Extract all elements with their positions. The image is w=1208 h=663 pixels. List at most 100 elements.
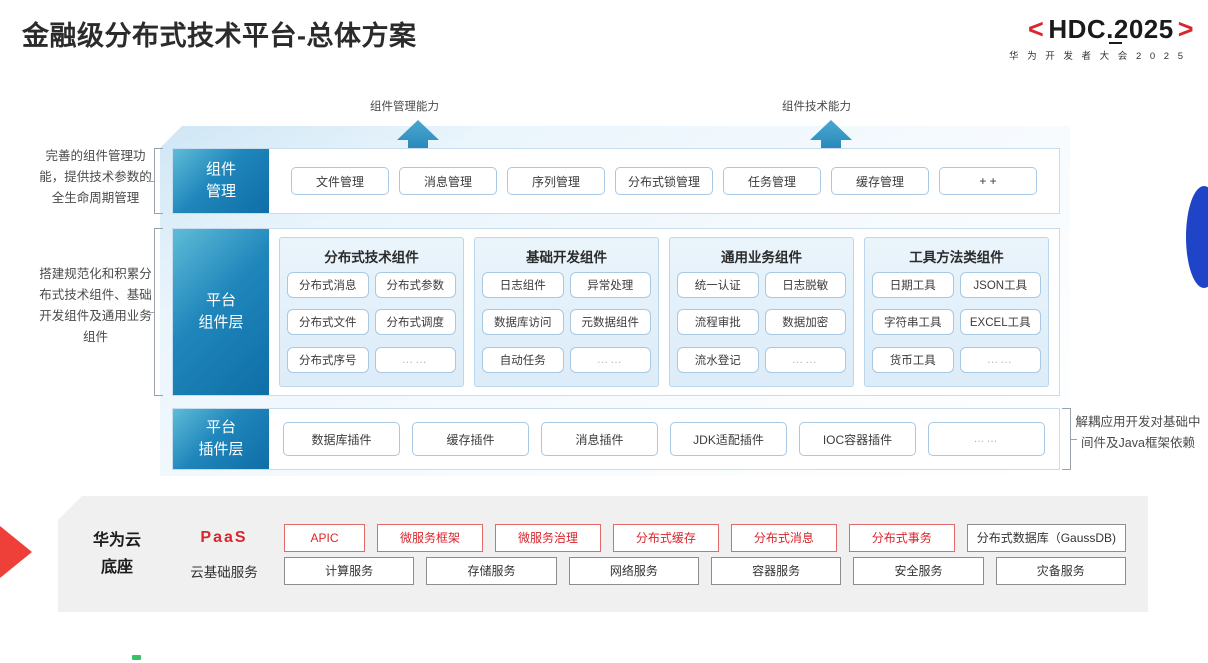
cloud-row-paas: PaaS APIC 微服务框架微服务治理分布式缓存分布式消息分布式事务分布式数据库… xyxy=(176,523,1126,552)
component-group-grid: 分布式消息分布式参数分布式文件分布式调度分布式序号…… xyxy=(287,272,456,379)
component-chip[interactable]: …… xyxy=(764,346,846,373)
paas-service-cell[interactable]: 分布式缓存 xyxy=(612,523,719,552)
blue-blob-decoration xyxy=(1186,186,1208,288)
bracket-management xyxy=(148,148,163,214)
management-chip[interactable]: 分布式锁管理 xyxy=(615,167,713,195)
hdc-logo-subtitle: 华 为 开 发 者 大 会 2 0 2 5 xyxy=(1008,51,1186,62)
hdc-logo-main: < HDC.2025 > xyxy=(924,14,1194,45)
paas-service-cell[interactable]: 分布式事务 xyxy=(848,523,955,552)
component-chip[interactable]: 货币工具 xyxy=(872,346,954,373)
infra-service-cell[interactable]: 灾备服务 xyxy=(995,556,1126,585)
component-chip[interactable]: 数据加密 xyxy=(764,309,846,336)
component-chip[interactable]: 分布式参数 xyxy=(374,272,456,298)
paas-service-cell[interactable]: 分布式数据库（GaussDB) xyxy=(966,523,1126,552)
up-arrow-technology-icon xyxy=(810,120,852,164)
cloud-base-rows: PaaS APIC 微服务框架微服务治理分布式缓存分布式消息分布式事务分布式数据库… xyxy=(176,519,1148,590)
infra-service-cell[interactable]: 容器服务 xyxy=(710,556,842,585)
infra-service-cell[interactable]: 安全服务 xyxy=(853,556,984,585)
layer-body-platform-plugin: 数据库插件缓存插件消息插件 JDK适配插件 IOC容器插件 …… xyxy=(269,409,1059,469)
component-group-title: 通用业务组件 xyxy=(721,250,802,265)
component-chip[interactable]: 数据库访问 xyxy=(482,309,564,336)
layer-label-line1: 平台 xyxy=(205,292,236,309)
component-group-title: 工具方法类组件 xyxy=(909,250,1004,265)
component-chip[interactable]: 日志脱敏 xyxy=(764,272,846,298)
cloud-base-title: 华为云 底座 xyxy=(58,527,176,581)
arrow-label-management: 组件管理能力 xyxy=(370,101,439,113)
component-group-title: 基础开发组件 xyxy=(526,250,607,265)
side-note-management: 完善的组件管理功能，提供技术参数的全生命周期管理 xyxy=(39,149,152,205)
plugin-chip[interactable]: IOC容器插件 xyxy=(799,422,916,456)
component-chip[interactable]: 流水登记 xyxy=(677,346,759,373)
component-chip[interactable]: 元数据组件 xyxy=(569,309,651,336)
infra-service-cell[interactable]: 存储服务 xyxy=(426,556,557,585)
management-chip[interactable]: + + xyxy=(939,167,1037,195)
layer-label-line2: 组件层 xyxy=(198,314,244,331)
component-chip[interactable]: …… xyxy=(959,346,1041,373)
plugin-chip[interactable]: 数据库插件 xyxy=(283,422,400,456)
paas-cells: APIC 微服务框架微服务治理分布式缓存分布式消息分布式事务分布式数据库（Gaus… xyxy=(284,523,1126,552)
angle-bracket-right-icon: > xyxy=(1177,14,1194,44)
infra-label: 云基础服务 xyxy=(190,564,258,580)
component-chip[interactable]: EXCEL工具 xyxy=(959,309,1041,336)
component-group: 基础开发组件日志组件异常处理数据库访问元数据组件自动任务…… xyxy=(474,237,659,387)
paas-label: PaaS xyxy=(200,528,248,546)
layer-label-platform-component: 平台 组件层 xyxy=(173,229,269,395)
layer-label-line2: 插件层 xyxy=(198,441,244,458)
bracket-plugin xyxy=(1062,408,1077,470)
component-group: 通用业务组件统一认证日志脱敏流程审批数据加密流水登记…… xyxy=(669,237,854,387)
cloud-base-panel: 华为云 底座 PaaS APIC 微服务框架微服务治理分布式缓存分布式消息分布式事… xyxy=(58,496,1148,612)
management-chip[interactable]: 序列管理 xyxy=(507,167,605,195)
component-chip[interactable]: 自动任务 xyxy=(482,346,564,373)
component-chip[interactable]: JSON工具 xyxy=(959,272,1041,298)
infra-service-cell[interactable]: 计算服务 xyxy=(284,556,415,585)
plugin-chip[interactable]: JDK适配插件 xyxy=(670,422,787,456)
infra-service-cell[interactable]: 网络服务 xyxy=(568,556,699,585)
red-wedge-decoration xyxy=(0,500,32,604)
component-chip[interactable]: 分布式序号 xyxy=(287,346,369,373)
management-chip[interactable]: 文件管理 xyxy=(291,167,389,195)
component-chip[interactable]: 流程审批 xyxy=(677,309,759,336)
management-chip[interactable]: 消息管理 xyxy=(399,167,497,195)
angle-bracket-left-icon: < xyxy=(1028,14,1045,44)
layer-label-line1: 组件 xyxy=(205,161,236,178)
paas-service-cell[interactable]: 微服务治理 xyxy=(495,523,601,552)
layer-label-line2: 管理 xyxy=(205,183,236,200)
component-chip[interactable]: 日志组件 xyxy=(482,272,564,298)
layer-label-line1: 平台 xyxy=(205,419,236,436)
component-chip[interactable]: 统一认证 xyxy=(677,272,759,298)
component-chip[interactable]: 分布式文件 xyxy=(287,309,369,336)
management-chip[interactable]: 缓存管理 xyxy=(831,167,929,195)
component-group-grid: 统一认证日志脱敏流程审批数据加密流水登记…… xyxy=(677,272,846,379)
green-dot-decoration xyxy=(132,655,141,660)
infra-cells: 计算服务存储服务网络服务容器服务安全服务灾备服务 xyxy=(284,556,1126,585)
layer-body-platform-component: 分布式技术组件分布式消息分布式参数分布式文件分布式调度分布式序号……基础开发组件… xyxy=(269,229,1059,395)
component-chip[interactable]: 分布式消息 xyxy=(287,272,369,298)
paas-service-cell[interactable]: APIC xyxy=(284,523,366,552)
cloud-base-title-line1: 华为云 xyxy=(92,532,141,549)
layer-component-management: 组件 管理 文件管理消息管理序列管理分布式锁管理任务管理缓存管理 + + xyxy=(172,148,1060,214)
side-note-plugin: 解耦应用开发对基础中间件及Java框架依赖 xyxy=(1075,415,1201,450)
component-chip[interactable]: 异常处理 xyxy=(569,272,651,298)
layer-platform-component: 平台 组件层 分布式技术组件分布式消息分布式参数分布式文件分布式调度分布式序号…… xyxy=(172,228,1060,396)
layer-label-component-management: 组件 管理 xyxy=(173,149,269,213)
management-chip[interactable]: 任务管理 xyxy=(723,167,821,195)
arrow-label-technology: 组件技术能力 xyxy=(782,101,851,113)
component-chip[interactable]: 日期工具 xyxy=(872,272,954,298)
side-note-component: 搭建规范化和积累分布式技术组件、基础开发组件及通用业务组件 xyxy=(39,267,152,344)
layer-label-platform-plugin: 平台 插件层 xyxy=(173,409,269,469)
plugin-chip[interactable]: 缓存插件 xyxy=(412,422,529,456)
component-chip[interactable]: …… xyxy=(569,346,651,373)
paas-service-cell[interactable]: 分布式消息 xyxy=(730,523,837,552)
component-group-grid: 日志组件异常处理数据库访问元数据组件自动任务…… xyxy=(482,272,651,379)
plugin-chip[interactable]: 消息插件 xyxy=(541,422,658,456)
layer-platform-plugin: 平台 插件层 数据库插件缓存插件消息插件 JDK适配插件 IOC容器插件 …… xyxy=(172,408,1060,470)
component-chip[interactable]: …… xyxy=(374,346,456,373)
plugin-chip[interactable]: …… xyxy=(928,422,1045,456)
component-chip[interactable]: 分布式调度 xyxy=(374,309,456,336)
page-title: 金融级分布式技术平台-总体方案 xyxy=(22,21,417,51)
paas-service-cell[interactable]: 微服务框架 xyxy=(377,523,483,552)
component-group-title: 分布式技术组件 xyxy=(324,250,419,265)
component-chip[interactable]: 字符串工具 xyxy=(872,309,954,336)
